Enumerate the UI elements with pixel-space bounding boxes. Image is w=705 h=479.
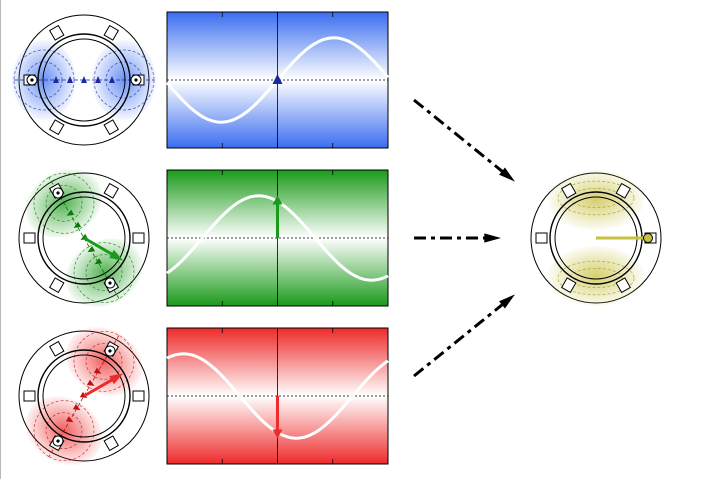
stator-slot [103,119,120,136]
field-lobe-top [548,170,644,230]
arrow-phase-c-to-result [413,294,515,378]
phase-c-motor [18,327,150,465]
instant-value-arrowhead [272,195,283,205]
arrow-phase-b-to-result [414,233,501,243]
stator-ring [37,191,131,285]
field-lobes [12,40,156,120]
stator-slot [560,182,577,199]
field-line [569,187,623,208]
arrow-phase-a-to-result [413,98,515,182]
phase-a-motor [12,14,156,146]
field-line [557,180,635,216]
flux-marker [93,367,102,374]
flux-marker [66,209,75,216]
flux-marker [81,76,87,83]
flux-marker [67,76,73,83]
stator-ring [37,33,131,127]
stator-ring [37,349,131,443]
stator-slot [132,232,145,244]
resultant-tip [643,233,653,243]
flux-marker [53,76,59,83]
stator-slot [48,277,65,294]
coil-terminals [26,74,142,86]
resultant-motor [530,170,662,306]
rotor-ring [42,38,126,122]
field-line [557,260,635,296]
stator-slot [132,390,145,402]
field-lobe-left [65,238,143,307]
field-lobes [25,169,143,307]
field-lobe-left [65,327,143,396]
coil-terminals [52,187,116,289]
field-vector-arrowhead [109,249,123,261]
stator-slot [560,277,577,294]
flux-marker [87,246,96,253]
stator-slot [48,24,65,41]
field-line [569,267,623,288]
flux-marker [86,379,95,386]
stator-slot [23,232,36,244]
field-vector-arrow [83,236,116,258]
flux-marker [95,76,101,83]
stator-slot [48,119,65,136]
stator-slot [103,24,120,41]
stator-slot [23,390,36,402]
stator-slot [103,182,120,199]
stator-slot [615,182,632,199]
stator-slot [48,340,65,357]
phase-a-waveform [165,11,390,149]
stator-slot [103,435,120,452]
flux-marker [72,404,81,411]
phase-b-motor [18,169,150,307]
flux-marker [65,416,74,423]
rotor-ring [42,354,126,438]
left-border-line [0,0,1,479]
flux-marker [94,258,103,265]
stator-slot [615,277,632,294]
field-lobes [25,327,143,465]
field-vector-arrowhead [109,373,123,385]
field-vector-arrow [83,376,116,398]
instant-value-marker [272,74,283,84]
flux-marker [73,221,82,228]
instant-value-arrowhead [272,429,283,439]
coil-terminals [52,345,116,447]
phase-b-waveform [166,169,389,307]
stator-slot [535,232,548,244]
rotor-ring [42,196,126,280]
phase-c-waveform [166,327,389,465]
flux-marker [109,76,115,83]
field-lobe-bottom [548,246,644,306]
